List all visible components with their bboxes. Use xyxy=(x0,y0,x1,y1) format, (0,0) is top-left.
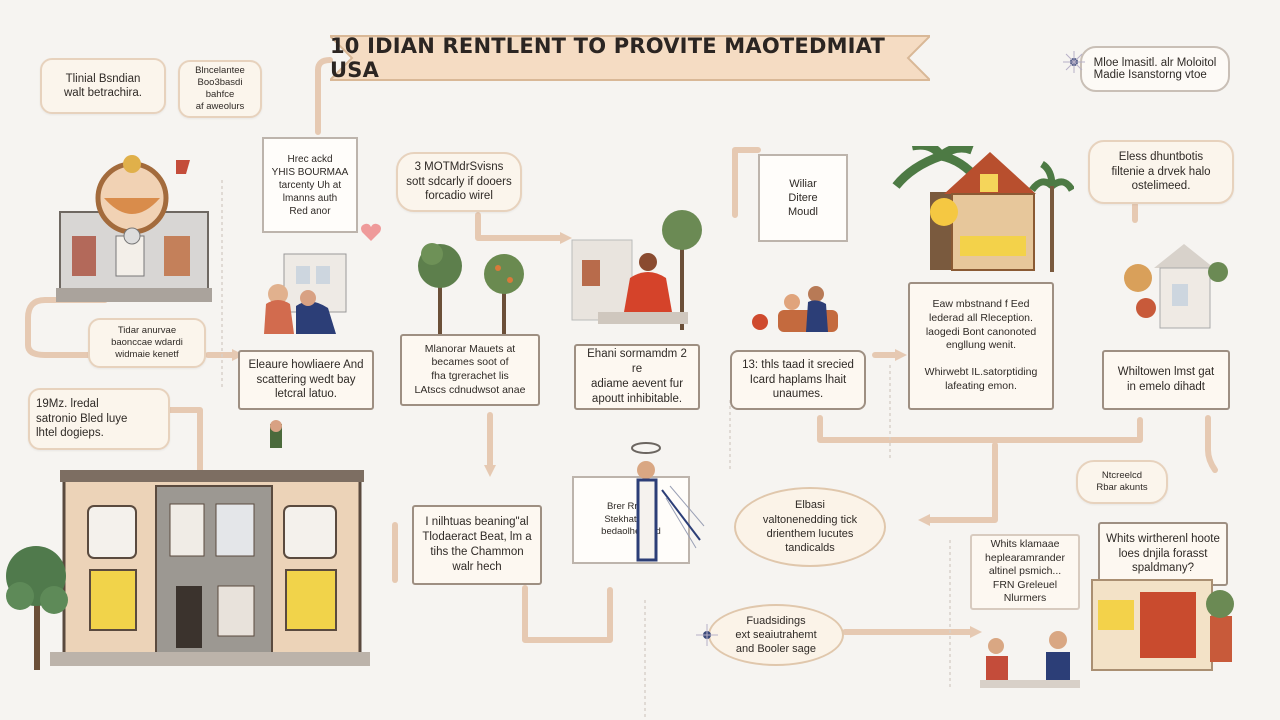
sign-mid: Wiliar Ditere Moudl xyxy=(758,154,848,242)
potted-plant-illustration xyxy=(6,546,68,670)
restaurant-scene-illustration xyxy=(980,579,1234,688)
note-left-lower: 19Mz. lredal satronio Bled luye lhtel do… xyxy=(28,388,170,450)
house-palms-illustration xyxy=(892,146,1074,272)
ribbon-shape xyxy=(330,35,930,81)
note-lower-right: Whits wirtherenl hoote loes dnjila foras… xyxy=(1098,522,1228,586)
note-oval-bottom: Fuadsidings ext seaiutrahemt and Booler … xyxy=(708,604,844,666)
star-icon xyxy=(1063,51,1085,73)
note-right-upper: Eless dhuntbotis filtenie a drvek halo o… xyxy=(1088,140,1234,204)
note-top-right: Mloe lmasitl. alr Moloitol Madie Isansto… xyxy=(1080,46,1230,92)
step-card-2: Mlanorar Mauets at becames soot of fha t… xyxy=(400,334,540,406)
note-lower-mid-right: Whits klamaae heplearamrander altinel ps… xyxy=(970,534,1080,610)
note-left-mid: Tidar anurvae baonccae wdardi widmaie ke… xyxy=(88,318,206,368)
couple-sofa-illustration xyxy=(752,286,838,332)
note-cluster-mid: 3 MOTMdrSvisns sott sdcarly if dooers fo… xyxy=(396,152,522,212)
step-card-3: Ehani sormamdm 2 re adiame aevent fur ap… xyxy=(574,344,700,410)
flower-cottage-illustration xyxy=(1124,244,1228,329)
trees-illustration xyxy=(418,243,524,334)
step-card-1: Eleaure howliaere And scattering wedt ba… xyxy=(238,350,374,410)
storefront-illustration xyxy=(56,155,212,302)
woman-garden-illustration xyxy=(571,210,702,330)
heart-icon xyxy=(361,223,381,241)
sign-lower-center: Brer Rrkeal Stekhattbertl bedaolheriwrd xyxy=(572,476,690,564)
note-oval-right: Elbasi valtonenedding tick drienthem luc… xyxy=(734,487,886,567)
step-card-6: Whiltowen lmst gat in emelo dihadt xyxy=(1102,350,1230,410)
page-title: 10 IDIAN RENTLENT TO PROVITE MAOTEDMIAT … xyxy=(330,34,886,82)
step-card-5: Eaw mbstnand f Eed lederad all Rleceptio… xyxy=(908,282,1054,410)
apartment-building-illustration xyxy=(50,420,370,666)
sparkle-icon xyxy=(696,624,718,646)
note-small-right: Ntcreelcd Rbar akunts xyxy=(1076,460,1168,504)
chef-figure-illustration xyxy=(631,442,705,562)
note-top-left: Tlinial Bsndian walt betrachira. xyxy=(40,58,166,114)
step-card-4: 13: thls taad it srecied Icard haplams l… xyxy=(730,350,866,410)
sign-left: Hrec ackd YHIS BOURMAA tarcenty Uh at lm… xyxy=(262,137,358,233)
note-top-left-small: Blncelantee Boo3basdi bahfce af aweolurs xyxy=(178,60,262,118)
note-lower-center: I nilhtuas beaning"al Tlodaeract Beat, l… xyxy=(412,505,542,585)
artist-at-desk-illustration xyxy=(264,253,347,334)
title-banner: 10 IDIAN RENTLENT TO PROVITE MAOTEDMIAT … xyxy=(330,32,930,84)
